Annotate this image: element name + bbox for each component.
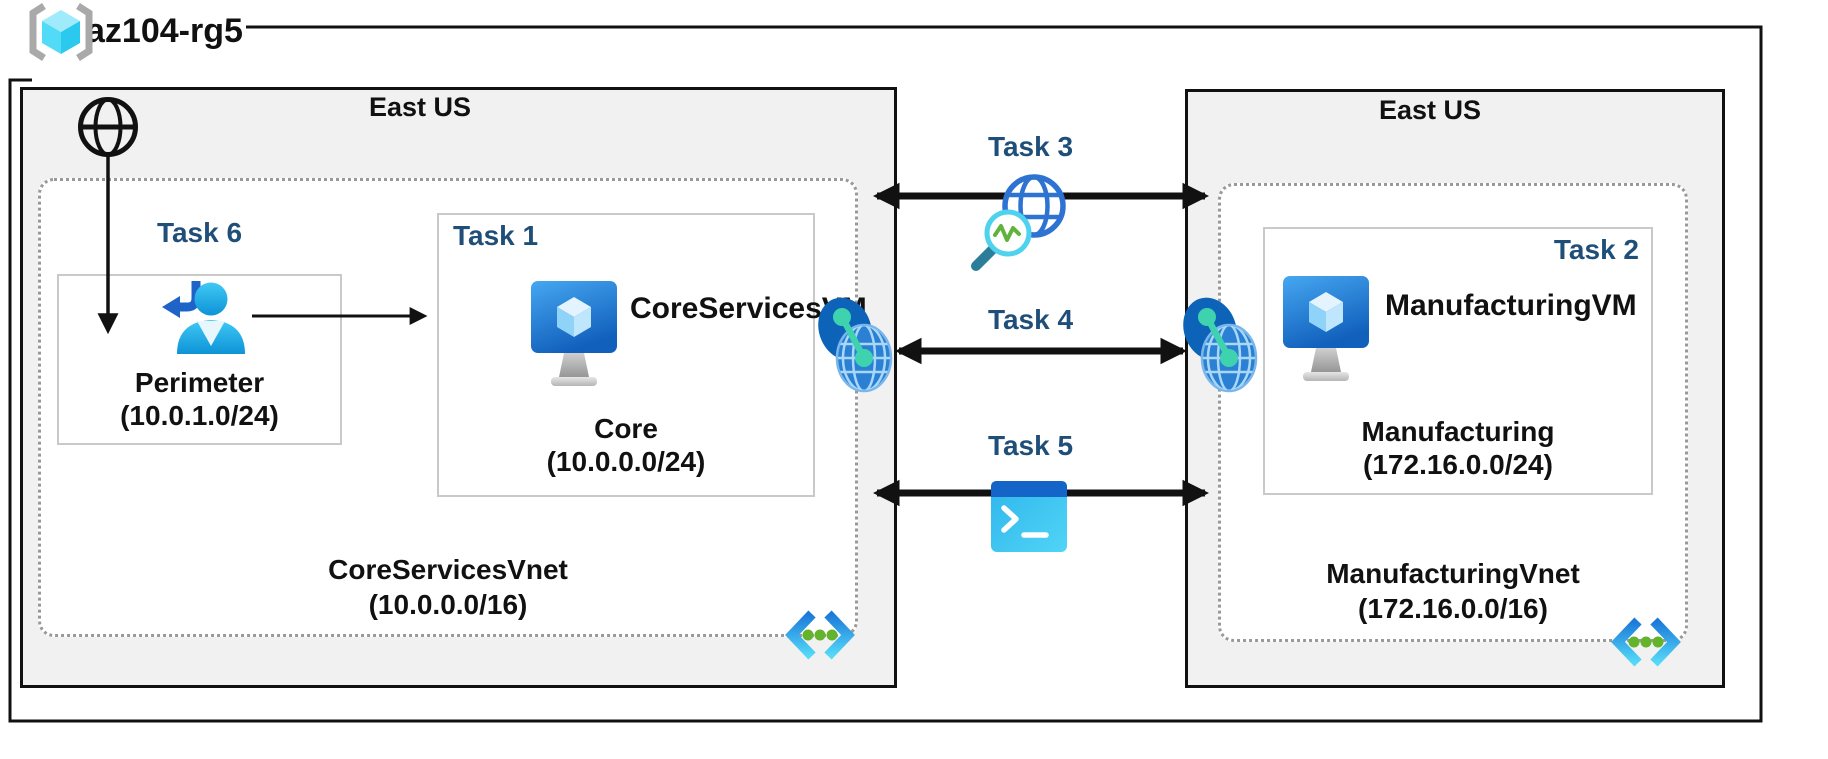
network-watcher-icon [971, 174, 1066, 271]
task5-label: Task 5 [987, 430, 1074, 461]
manufacturing-subnet-label: Manufacturing (172.16.0.0/24) [1263, 415, 1653, 481]
coreservices-vnet-label: CoreServicesVnet (10.0.0.0/16) [38, 552, 858, 622]
perimeter-subnet-label: Perimeter (10.0.1.0/24) [57, 366, 342, 432]
core-subnet-label: Core (10.0.0.0/24) [437, 412, 815, 478]
core-vm-name: CoreServicesVM [630, 292, 867, 325]
task2-label: Task 2 [1553, 234, 1639, 265]
cloud-shell-icon [991, 481, 1067, 552]
task4-label: Task 4 [987, 304, 1074, 335]
manufacturing-vnet-name: ManufacturingVnet [1326, 558, 1580, 589]
perimeter-subnet-name: Perimeter [134, 367, 265, 398]
task3-label: Task 3 [987, 131, 1074, 162]
task1-label: Task 1 [453, 220, 539, 251]
manufacturing-vnet-label: ManufacturingVnet (172.16.0.0/16) [1218, 556, 1688, 626]
manufacturing-vnet-cidr: (172.16.0.0/16) [1358, 593, 1548, 624]
perimeter-subnet-cidr: (10.0.1.0/24) [120, 400, 279, 431]
resource-group-label: az104-rg5 [86, 12, 243, 50]
region-title-left: East US [368, 92, 472, 122]
manufacturing-subnet-cidr: (172.16.0.0/24) [1363, 449, 1553, 480]
region-title-right: East US [1378, 95, 1482, 125]
resource-group-icon [29, 3, 93, 61]
manufacturing-vm-name: ManufacturingVM [1385, 289, 1637, 322]
coreservices-vnet-cidr: (10.0.0.0/16) [368, 589, 528, 620]
core-subnet-cidr: (10.0.0.0/24) [546, 446, 706, 477]
manufacturing-subnet-name: Manufacturing [1361, 416, 1555, 447]
core-subnet-name: Core [594, 413, 658, 444]
coreservices-vnet-name: CoreServicesVnet [328, 554, 568, 585]
task6-label: Task 6 [156, 217, 243, 248]
